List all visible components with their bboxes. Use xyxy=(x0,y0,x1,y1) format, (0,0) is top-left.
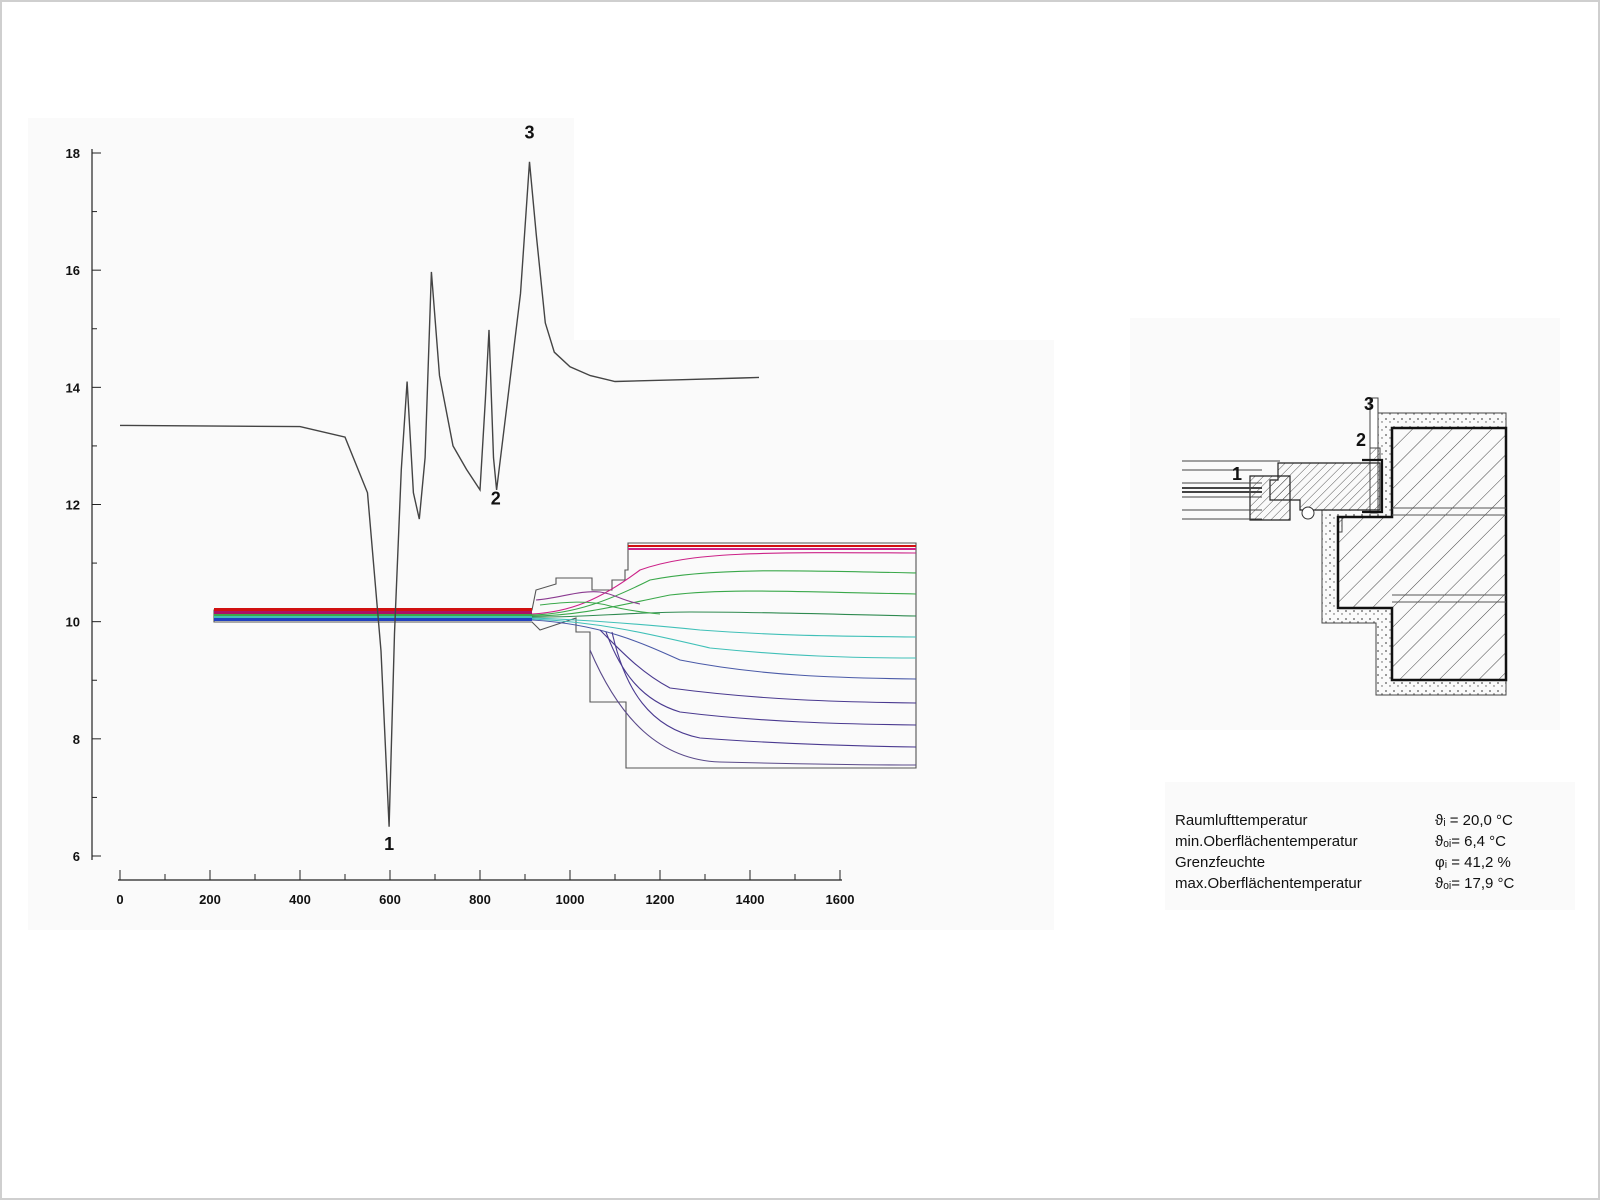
section-outline xyxy=(213,542,917,769)
y-axis-ticks: 6 8 10 12 14 16 18 xyxy=(66,146,101,864)
isotherm-line xyxy=(531,552,917,615)
temperature-curve xyxy=(119,161,760,827)
legend-row: Grenzfeuchte φᵢ = 41,2 % xyxy=(1175,852,1555,873)
glazing-pane xyxy=(1182,460,1280,520)
y-tick-label: 16 xyxy=(66,263,80,278)
y-tick-label: 6 xyxy=(73,849,80,864)
x-tick-label: 200 xyxy=(199,892,221,907)
isotherm-line xyxy=(531,618,917,659)
legend-row: Raumlufttemperatur ϑᵢ = 20,0 °C xyxy=(1175,810,1555,831)
glazing-teal-band xyxy=(214,616,532,618)
legend-value: ϑₒᵢ= 17,9 °C xyxy=(1435,875,1515,892)
legend-label: min.Oberflächentemperatur xyxy=(1175,833,1358,850)
legend-label: Raumlufttemperatur xyxy=(1175,812,1308,829)
chart-series xyxy=(119,161,760,827)
masonry-wall xyxy=(1336,426,1508,682)
construction-detail: 1 2 3 xyxy=(1182,394,1508,696)
isotherm-line xyxy=(599,629,917,704)
detail-label-1: 1 xyxy=(1232,464,1242,484)
y-tick-label: 18 xyxy=(66,146,80,161)
isotherm-line xyxy=(605,631,917,726)
y-tick-label: 8 xyxy=(73,732,80,747)
glazing-blue-band xyxy=(214,618,532,621)
isotherm-line xyxy=(535,591,641,605)
isotherm-line xyxy=(539,601,661,615)
detail-label-3: 3 xyxy=(1364,394,1374,414)
isotherm-line xyxy=(611,631,917,748)
glazing-magenta-band xyxy=(214,611,532,614)
y-tick-label: 10 xyxy=(66,615,80,630)
x-tick-label: 1000 xyxy=(556,892,585,907)
isotherm-line xyxy=(531,619,917,680)
legend-value: ϑᵢ = 20,0 °C xyxy=(1435,812,1513,829)
x-tick-label: 1200 xyxy=(646,892,675,907)
x-tick-label: 1600 xyxy=(826,892,855,907)
detail-label-2: 2 xyxy=(1356,430,1366,450)
seal-element xyxy=(1369,447,1381,461)
legend-label: max.Oberflächentemperatur xyxy=(1175,875,1362,892)
isotherm-line xyxy=(589,649,917,766)
result-legend: Raumlufttemperatur ϑᵢ = 20,0 °C min.Ober… xyxy=(1175,810,1555,894)
x-tick-label: 600 xyxy=(379,892,401,907)
chart-panel xyxy=(28,118,574,930)
x-tick-label: 800 xyxy=(469,892,491,907)
y-tick-label: 12 xyxy=(66,498,80,513)
frame-seal xyxy=(1362,458,1384,514)
glazing-green-band xyxy=(214,614,532,616)
legend-panel xyxy=(1165,782,1575,910)
isotherm-line xyxy=(531,611,917,618)
x-tick-label: 0 xyxy=(116,892,123,907)
isotherm-line xyxy=(531,617,917,638)
x-axis-ticks: 0 200 400 600 800 1000 1200 1400 1600 xyxy=(116,870,854,907)
isotherm-line xyxy=(531,570,917,616)
curve-marker-3: 3 xyxy=(524,122,534,142)
curve-marker-2: 2 xyxy=(491,489,501,509)
legend-value: φᵢ = 41,2 % xyxy=(1435,854,1511,871)
chart-annotations: 1 2 3 xyxy=(384,122,534,854)
legend-label: Grenzfeuchte xyxy=(1175,854,1266,871)
legend-row: min.Oberflächentemperatur ϑₒᵢ= 6,4 °C xyxy=(1175,831,1555,852)
glazing-bead xyxy=(1301,506,1315,520)
x-tick-label: 1400 xyxy=(736,892,765,907)
glazing-red-band xyxy=(214,608,532,611)
isotherm-drawing xyxy=(213,542,917,769)
y-tick-label: 14 xyxy=(66,380,81,395)
x-tick-label: 400 xyxy=(289,892,311,907)
legend-row: max.Oberflächentemperatur ϑₒᵢ= 17,9 °C xyxy=(1175,873,1555,894)
curve-marker-1: 1 xyxy=(384,834,394,854)
legend-value: ϑₒᵢ= 6,4 °C xyxy=(1435,833,1507,850)
chart-axes xyxy=(91,149,842,881)
isotherm-line xyxy=(531,590,917,617)
